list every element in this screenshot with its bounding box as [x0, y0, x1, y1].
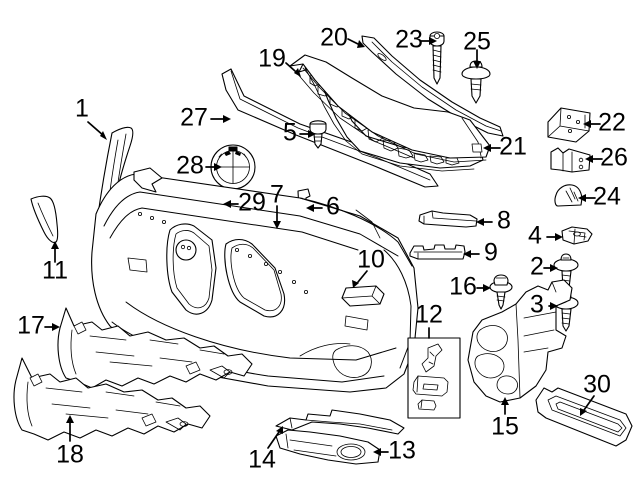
callout-label-22[interactable]: 22	[598, 109, 626, 137]
part-25-push-rivet	[461, 60, 491, 104]
part-4-spring-nut	[561, 226, 593, 245]
callout-label-11[interactable]: 11	[42, 257, 68, 285]
callout-label-13[interactable]: 13	[388, 437, 416, 465]
callout-label-28[interactable]: 28	[176, 152, 204, 180]
part-13-fog-grille-trim	[275, 429, 381, 465]
callout-label-20[interactable]: 20	[320, 24, 348, 52]
callout-label-23[interactable]: 23	[395, 26, 423, 54]
callout-label-19[interactable]: 19	[258, 45, 286, 73]
part-26-angle-bracket	[550, 147, 591, 173]
callout-label-18[interactable]: 18	[56, 441, 84, 469]
callout-label-2[interactable]: 2	[530, 253, 544, 281]
part-15-air-duct	[467, 279, 573, 403]
part-16-flange-nut	[489, 274, 513, 310]
callout-label-30[interactable]: 30	[583, 371, 611, 399]
callout-label-27[interactable]: 27	[180, 104, 208, 132]
callout-label-5[interactable]: 5	[283, 119, 297, 147]
callout-label-1[interactable]: 1	[75, 95, 89, 123]
callout-label-10[interactable]: 10	[357, 246, 385, 274]
part-24-end-cap	[554, 184, 583, 207]
callout-label-25[interactable]: 25	[463, 28, 491, 56]
part-20-upper-reinforcement	[361, 35, 504, 137]
part-22-side-bracket	[547, 107, 591, 143]
part-17-splash-shield-upper	[57, 307, 253, 389]
callout-label-3[interactable]: 3	[530, 291, 544, 319]
callout-label-4[interactable]: 4	[528, 222, 542, 250]
callout-label-9[interactable]: 9	[484, 239, 498, 267]
callout-label-29[interactable]: 29	[238, 189, 266, 217]
part-11-side-trim	[30, 195, 59, 244]
callout-label-15[interactable]: 15	[491, 413, 519, 441]
callout-label-12[interactable]: 12	[415, 301, 443, 329]
part-10-tow-hook-cover	[341, 285, 385, 307]
part-9-guide-rail-tabs	[409, 244, 466, 260]
callout-label-17[interactable]: 17	[17, 312, 45, 340]
part-18-splash-shield-lower	[13, 357, 211, 441]
callout-label-21[interactable]: 21	[499, 133, 527, 161]
part-14-lower-intake-trim	[275, 409, 405, 435]
callout-label-16[interactable]: 16	[449, 273, 477, 301]
callout-label-26[interactable]: 26	[600, 144, 628, 172]
callout-label-6[interactable]: 6	[326, 193, 340, 221]
callout-label-7[interactable]: 7	[270, 181, 284, 209]
callout-label-8[interactable]: 8	[497, 207, 511, 235]
callout-leaders	[44, 37, 603, 456]
part-30-license-frame	[535, 387, 633, 447]
part-12-sensor-bracket-inset	[407, 337, 461, 419]
main-bumper-cover	[91, 167, 419, 393]
part-5-expanding-rivet	[309, 120, 327, 149]
part-8-guide-rail	[418, 210, 478, 228]
part-21-bumper-carrier	[289, 54, 491, 163]
callout-label-14[interactable]: 14	[248, 446, 276, 474]
callout-label-24[interactable]: 24	[593, 183, 621, 211]
